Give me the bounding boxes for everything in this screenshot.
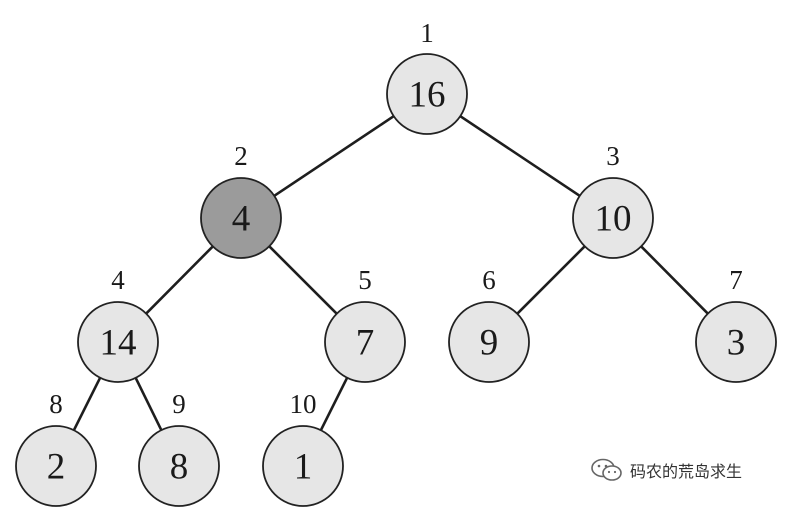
node-value: 1 bbox=[294, 447, 313, 488]
node-circle bbox=[138, 425, 220, 507]
node-circle bbox=[695, 301, 777, 383]
watermark: 码农的荒岛求生 bbox=[590, 458, 742, 482]
node-circle bbox=[386, 53, 468, 135]
edge-2-4 bbox=[145, 245, 214, 315]
node-value: 4 bbox=[232, 199, 251, 240]
node-index-label: 8 bbox=[49, 389, 63, 419]
edge-3-6 bbox=[516, 245, 586, 315]
node-circle bbox=[15, 425, 97, 507]
tree-node-2: 42 bbox=[200, 141, 282, 259]
node-circle bbox=[262, 425, 344, 507]
edge-4-9 bbox=[134, 377, 163, 431]
tree-node-1: 16 1 bbox=[386, 18, 468, 135]
node-index-label: 4 bbox=[111, 265, 125, 295]
node-index-label: 10 bbox=[290, 389, 317, 419]
edge-2-5 bbox=[268, 245, 338, 315]
node-value: 9 bbox=[480, 323, 499, 364]
tree-node-7: 37 bbox=[695, 265, 777, 383]
edge-1-2 bbox=[273, 115, 395, 197]
wechat-icon bbox=[591, 458, 622, 481]
node-value: 2 bbox=[47, 447, 66, 488]
tree-node-8: 28 bbox=[15, 389, 97, 507]
edges-layer bbox=[72, 115, 709, 431]
node-value: 7 bbox=[356, 323, 375, 364]
tree-node-6: 96 bbox=[448, 265, 530, 383]
node-value: 3 bbox=[727, 323, 746, 364]
edge-5-10 bbox=[319, 377, 349, 431]
node-index-label: 9 bbox=[172, 389, 186, 419]
tree-node-10: 1 10 bbox=[262, 389, 344, 507]
edge-1-3 bbox=[459, 115, 581, 197]
node-index-label: 5 bbox=[358, 265, 372, 295]
node-index-label: 2 bbox=[234, 141, 248, 171]
tree-node-5: 75 bbox=[324, 265, 406, 383]
node-value: 14 bbox=[100, 323, 137, 364]
highlighted-node-circle bbox=[200, 177, 282, 259]
node-value: 16 bbox=[409, 75, 446, 116]
node-index-label: 7 bbox=[729, 265, 743, 295]
node-index-label: 3 bbox=[606, 141, 620, 171]
tree-node-9: 89 bbox=[138, 389, 220, 507]
node-index-label: 6 bbox=[482, 265, 496, 295]
watermark-text: 码农的荒岛求生 bbox=[630, 462, 743, 481]
node-index-label: 1 bbox=[420, 18, 434, 48]
tree-node-3: 10 3 bbox=[572, 141, 654, 259]
edge-3-7 bbox=[640, 245, 709, 315]
node-circle bbox=[448, 301, 530, 383]
node-circle bbox=[77, 301, 159, 383]
node-value: 8 bbox=[170, 447, 189, 488]
node-value: 10 bbox=[595, 199, 632, 240]
node-circle bbox=[572, 177, 654, 259]
tree-node-4: 14 4 bbox=[77, 265, 159, 383]
node-circle bbox=[324, 301, 406, 383]
edge-4-8 bbox=[72, 377, 102, 431]
